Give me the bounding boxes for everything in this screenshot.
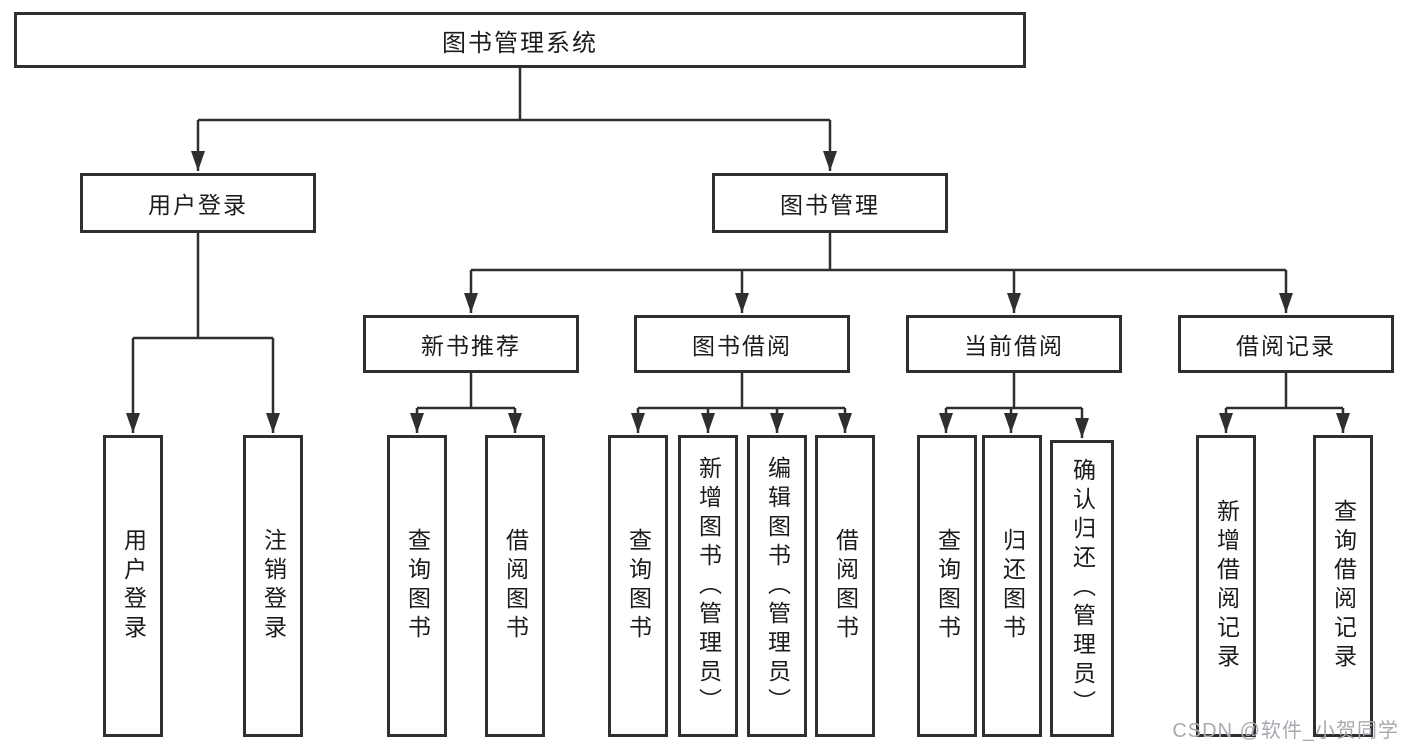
node-label: 归还图书 [999,528,1026,644]
node-label: 用户登录 [148,192,248,218]
node-label: 借阅记录 [1236,333,1336,359]
node-label: 新增图书（管理员） [695,455,722,717]
node-label: 用户登录 [120,528,147,644]
leaf-query-books-current: 查询图书 [917,435,977,737]
leaf-add-borrow-record: 新增借阅记录 [1196,435,1256,737]
node-label: 新增借阅记录 [1213,499,1240,673]
node-label: 注销登录 [260,528,287,644]
node-label: 查询图书 [625,528,652,644]
node-label: 查询图书 [934,528,961,644]
node-label: 编辑图书（管理员） [764,455,791,717]
node-borrowing-records: 借阅记录 [1178,315,1394,373]
node-label: 图书管理 [780,192,880,218]
leaf-return-books: 归还图书 [982,435,1042,737]
leaf-borrow-books: 借阅图书 [815,435,875,737]
leaf-query-borrow-record: 查询借阅记录 [1313,435,1373,737]
leaf-logout: 注销登录 [243,435,303,737]
leaf-confirm-return-admin: 确认归还（管理员） [1050,440,1114,737]
leaf-query-books-recommend: 查询图书 [387,435,447,737]
node-label: 图书借阅 [692,333,792,359]
node-library-system: 图书管理系统 [14,12,1026,68]
leaf-user-login: 用户登录 [103,435,163,737]
node-label: 图书管理系统 [442,29,598,57]
node-label: 查询借阅记录 [1330,499,1357,673]
leaf-edit-books-admin: 编辑图书（管理员） [747,435,807,737]
leaf-add-books-admin: 新增图书（管理员） [678,435,738,737]
node-new-book-recommendation: 新书推荐 [363,315,579,373]
node-book-management: 图书管理 [712,173,948,233]
csdn-watermark: CSDN @软件_小贺同学 [1172,720,1399,742]
node-label: 查询图书 [404,528,431,644]
node-label: 确认归还（管理员） [1069,458,1096,719]
node-label: 新书推荐 [421,333,521,359]
node-user-login: 用户登录 [80,173,316,233]
node-current-borrowing: 当前借阅 [906,315,1122,373]
leaf-borrow-books-recommend: 借阅图书 [485,435,545,737]
node-label: 借阅图书 [502,528,529,644]
node-label: 借阅图书 [832,528,859,644]
leaf-query-books-borrowing: 查询图书 [608,435,668,737]
node-label: 当前借阅 [964,333,1064,359]
node-book-borrowing: 图书借阅 [634,315,850,373]
